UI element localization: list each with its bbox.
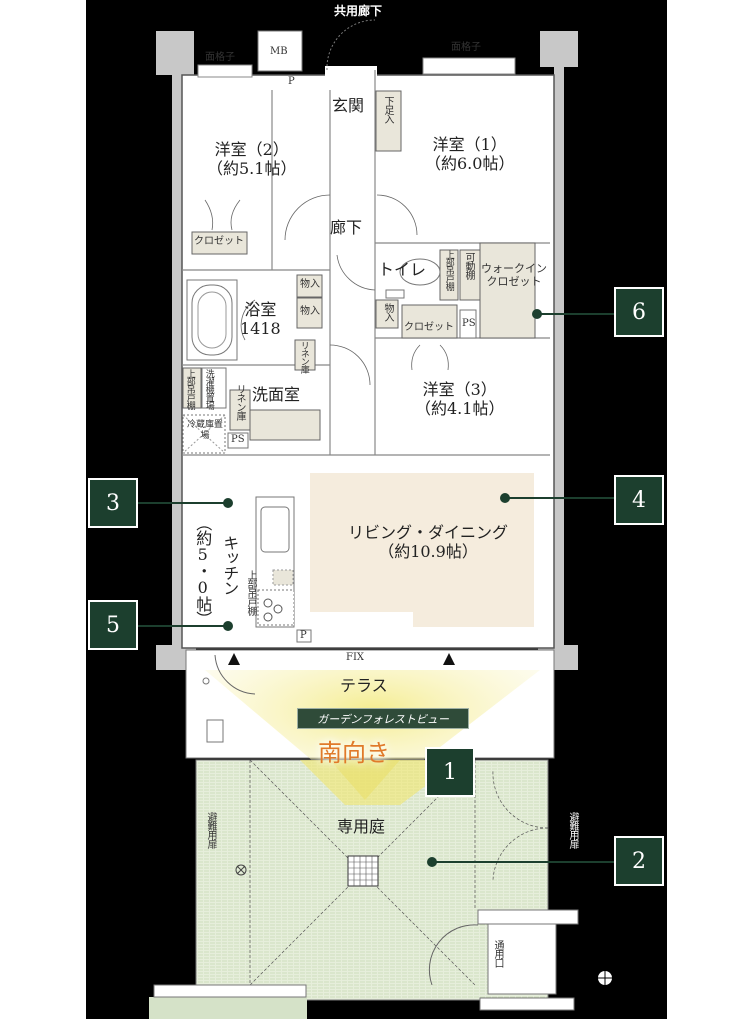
closet-label-3: クロゼット	[404, 322, 454, 333]
badge-2[interactable]: 2	[614, 836, 664, 886]
room-western1: 洋室（1） （約6.0帖）	[425, 135, 514, 173]
storage-label-2: 物入	[300, 306, 320, 317]
room-garden: 専用庭	[337, 817, 386, 836]
lattice-right-label: 面格子	[451, 42, 481, 53]
fridge-label: 冷蔵庫置場	[186, 420, 223, 441]
room-bath-name: 浴室	[244, 300, 277, 319]
upper-cabinet-label-washroom: 上部吊戸棚	[184, 369, 195, 409]
shoe-storage-label: 下足入	[382, 96, 393, 123]
movable-shelf-label: 可動棚	[463, 252, 474, 279]
room-western2: 洋室（2） （約5.1帖）	[207, 140, 296, 178]
room-living: リビング・ダイニング （約10.9帖）	[348, 523, 508, 561]
room-living-name: リビング・ダイニング	[348, 523, 509, 542]
closet-label-2: クロゼット	[194, 236, 244, 247]
service-door-label: 通用口	[492, 940, 503, 967]
room-walkin-line2: クロゼット	[486, 275, 542, 289]
room-western3: 洋室（3） （約4.1帖）	[415, 380, 504, 418]
room-corridor: 廊下	[330, 218, 363, 237]
room-entrance: 玄関	[332, 96, 365, 115]
orientation-label: 南向き	[318, 739, 390, 767]
room-western2-size: （約5.1帖）	[207, 159, 297, 179]
room-toilet: トイレ	[378, 260, 427, 279]
upper-cabinet-label-toilet: 上部吊戸棚	[443, 250, 454, 290]
common-corridor-label: 共用廊下	[334, 4, 383, 18]
evac-door-label-right: 避難用扉	[567, 812, 578, 848]
view-tag: ガーデンフォレストビュー	[297, 708, 469, 729]
room-western3-name: 洋室（3）	[422, 380, 497, 399]
room-living-size: （約10.9帖）	[378, 542, 478, 562]
badge-1[interactable]: 1	[425, 747, 475, 797]
room-kitchen-size: （約5・0帖）	[193, 515, 213, 626]
room-walkin: ウォークイン クロゼット	[481, 262, 547, 288]
linen-label-2: リネン庫	[234, 384, 245, 420]
room-western1-name: 洋室（1）	[432, 135, 507, 154]
badge-4[interactable]: 4	[614, 475, 664, 525]
pipe-space-label: P	[288, 76, 295, 87]
badge-3[interactable]: 3	[88, 478, 138, 528]
ps-label-2: PS	[231, 434, 245, 445]
mb-label: MB	[270, 46, 288, 57]
linen-label-1: リネン庫	[298, 341, 309, 373]
room-kitchen-name: キッチン	[220, 535, 240, 595]
badge-5[interactable]: 5	[88, 600, 138, 650]
upper-cabinet-label-kitchen: 上部吊戸棚	[245, 570, 256, 615]
fix-window-label: FIX	[346, 652, 365, 663]
room-bath: 浴室 1418	[240, 300, 281, 338]
room-terrace: テラス	[340, 676, 388, 695]
badge-6[interactable]: 6	[614, 287, 664, 337]
room-bath-size: 1418	[240, 319, 281, 339]
washer-label: 洗濯機置場	[203, 369, 214, 409]
storage-label-1: 物入	[300, 279, 320, 290]
ps-label-1: PS	[462, 318, 476, 329]
room-washroom: 洗面室	[252, 385, 301, 404]
evac-door-label-left: 避難用扉	[205, 812, 216, 848]
room-western3-size: （約4.1帖）	[415, 399, 505, 419]
room-walkin-line1: ウォークイン	[481, 262, 547, 275]
storage-label-3: 物入	[382, 303, 393, 321]
room-western2-name: 洋室（2）	[214, 140, 289, 159]
room-western1-size: （約6.0帖）	[425, 154, 515, 174]
lattice-left-label: 面格子	[205, 52, 235, 63]
pipe-space-label-2: P	[300, 630, 307, 641]
